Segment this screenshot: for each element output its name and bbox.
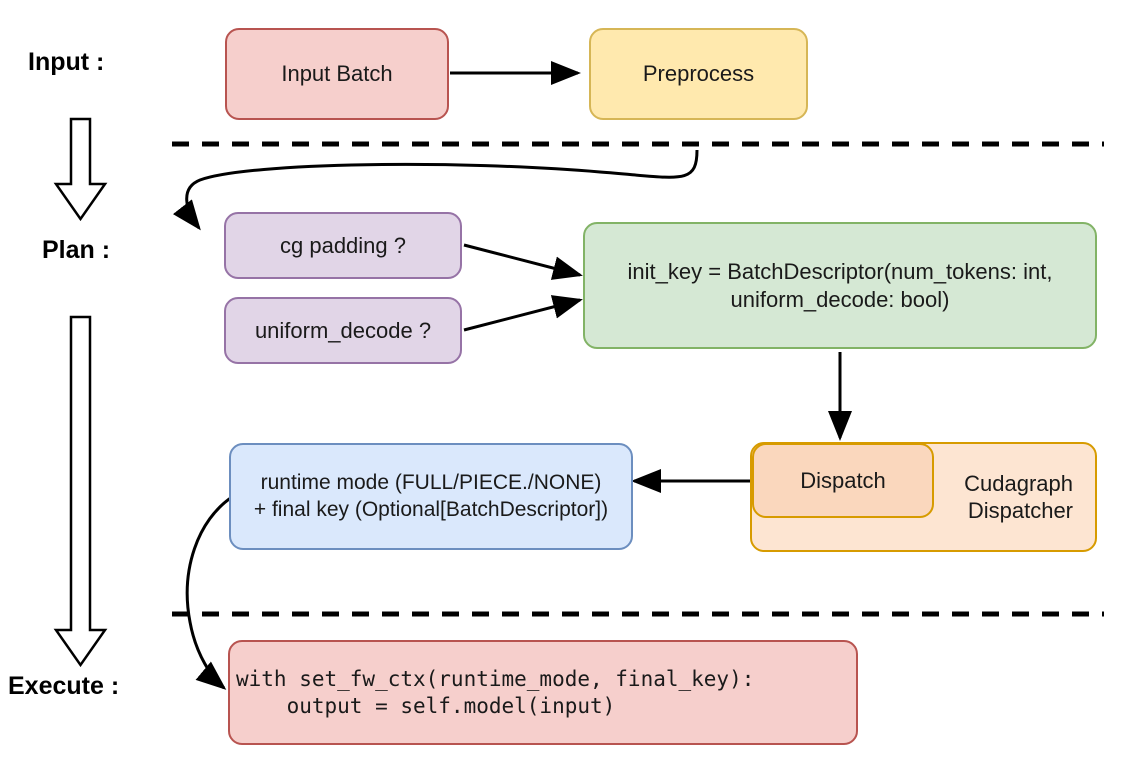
node-init-key[interactable]: init_key = BatchDescriptor(num_tokens: i… — [583, 222, 1097, 349]
node-input-batch-label: Input Batch — [281, 61, 393, 87]
node-cudagraph-dispatcher-line2: Dispatcher — [967, 498, 1073, 523]
node-runtime-mode-line2: + final key (Optional[BatchDescriptor]) — [253, 497, 609, 521]
node-cg-padding-label: cg padding ? — [280, 232, 406, 258]
node-init-key-line1: init_key = BatchDescriptor(num_tokens: i… — [627, 259, 1053, 284]
runtime-mode-to-execute-code — [185, 495, 233, 690]
node-input-batch[interactable]: Input Batch — [225, 28, 449, 120]
node-runtime-mode-line1: runtime mode (FULL/PIECE./NONE) — [260, 471, 602, 495]
node-preprocess[interactable]: Preprocess — [589, 28, 808, 120]
stage-label-execute: Execute : — [8, 672, 120, 700]
stage-label-plan: Plan : — [42, 236, 111, 264]
node-uniform-decode[interactable]: uniform_decode ? — [224, 297, 462, 364]
node-dispatch[interactable]: Dispatch — [752, 443, 934, 518]
node-preprocess-label: Preprocess — [642, 61, 755, 87]
node-cg-padding[interactable]: cg padding ? — [224, 212, 462, 279]
node-cudagraph-dispatcher-line1: Cudagraph — [964, 470, 1073, 496]
node-init-key-line2: uniform_decode: bool) — [730, 286, 950, 312]
stage-label-input: Input : — [28, 48, 105, 76]
node-execute-code-line1: with set_fw_ctx(runtime_mode, final_key)… — [236, 667, 755, 692]
node-dispatch-label: Dispatch — [800, 467, 886, 493]
node-execute-code[interactable]: with set_fw_ctx(runtime_mode, final_key)… — [228, 640, 858, 745]
input-to-plan-block-arrow — [53, 117, 108, 222]
plan-to-execute-block-arrow — [53, 315, 108, 668]
node-execute-code-line2: output = self.model(input) — [236, 693, 616, 718]
node-uniform-decode-label: uniform_decode ? — [254, 317, 432, 343]
node-runtime-mode[interactable]: runtime mode (FULL/PIECE./NONE) + final … — [229, 443, 633, 550]
cg-padding-to-init-key — [463, 243, 583, 280]
uniform-decode-to-init-key — [463, 295, 583, 332]
